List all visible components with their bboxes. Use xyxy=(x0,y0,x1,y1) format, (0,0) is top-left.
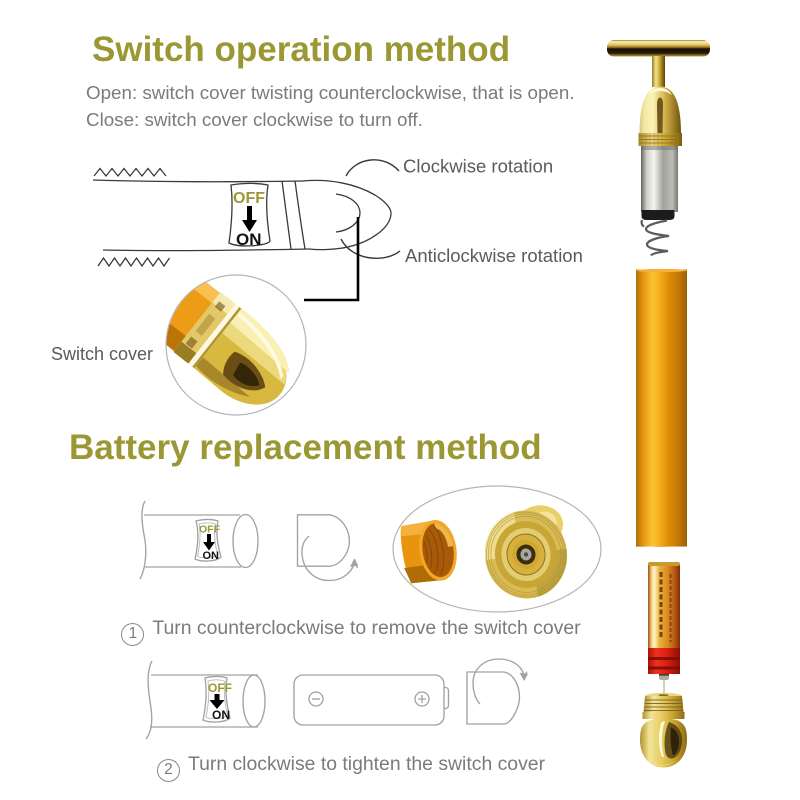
svg-text:Anticlockwise rotation: Anticlockwise rotation xyxy=(405,245,583,266)
svg-text:OFF: OFF xyxy=(199,524,221,536)
svg-text:ON: ON xyxy=(212,708,230,722)
svg-text:Clockwise rotation: Clockwise rotation xyxy=(403,155,553,176)
svg-text:ON: ON xyxy=(236,230,262,249)
svg-text:OFF: OFF xyxy=(208,681,232,695)
svg-text:ON: ON xyxy=(203,550,220,562)
svg-text:OFF: OFF xyxy=(233,190,265,207)
